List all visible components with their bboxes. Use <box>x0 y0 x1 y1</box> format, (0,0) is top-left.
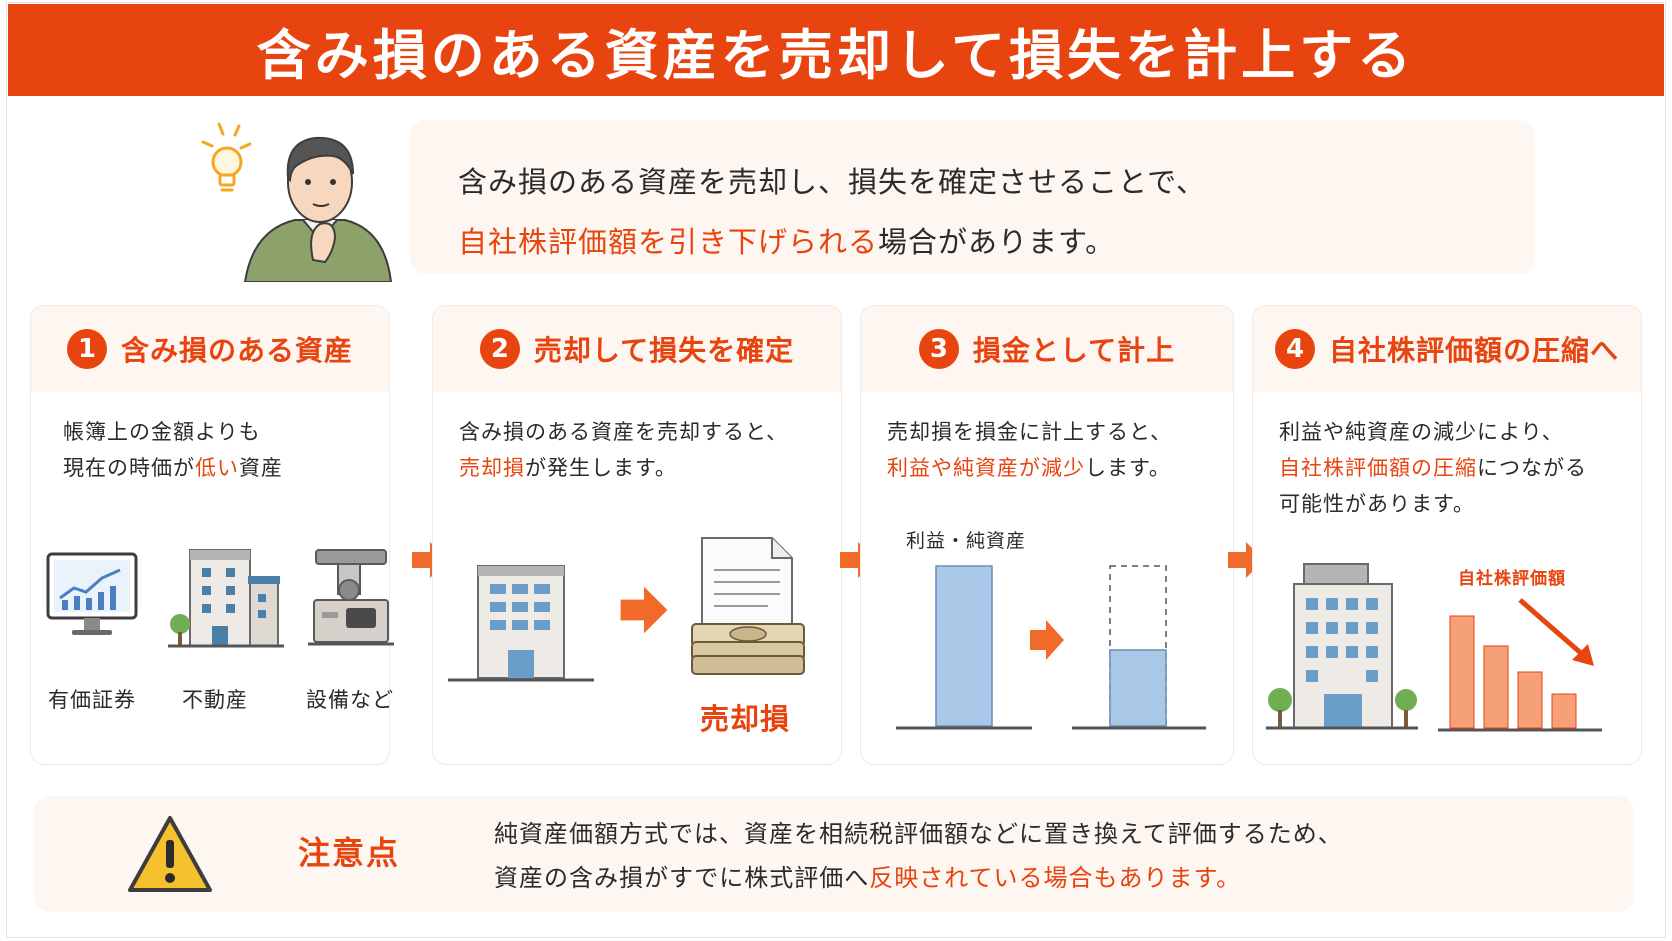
building-icon <box>168 549 284 648</box>
document-icon <box>691 537 805 675</box>
trend-down-icon <box>1518 598 1594 666</box>
step-desc-4-post: につながる <box>1477 456 1587 480</box>
chart-monitor-icon <box>46 552 138 635</box>
step-number-3: 3 <box>918 329 959 369</box>
step-header-1: 1 含み損のある資産 <box>31 306 389 392</box>
step-desc-1-line-2: 現在の時価が低い資産 <box>63 450 283 486</box>
step-desc-4-line-2: 自社株評価額の圧縮につながる <box>1279 450 1587 486</box>
page-title: 含み損のある資産を売却して損失を計上する <box>256 23 1416 87</box>
warning-icon <box>128 816 212 892</box>
notice-text: 純資産価額方式では、資産を相続税評価額などに置き換えて評価するため、 資産の含み… <box>494 812 1343 900</box>
step-desc-1: 帳簿上の金額よりも 現在の時価が低い資産 <box>63 414 283 486</box>
step-desc-2-highlight: 売却損 <box>459 456 525 480</box>
profit-assets-bars <box>896 565 1206 730</box>
step-desc-4-line-3: 可能性があります。 <box>1279 492 1475 516</box>
step-title-1: 含み損のある資産 <box>120 334 353 367</box>
step-desc-4: 利益や純資産の減少により、 自社株評価額の圧縮につながる 可能性があります。 <box>1279 414 1587 522</box>
step-desc-3-post: します。 <box>1085 456 1171 480</box>
step-title-2: 売却して損失を確定 <box>533 334 795 367</box>
valuation-bar-3 <box>1517 671 1543 729</box>
step-header-2: 2 売却して損失を確定 <box>433 306 841 392</box>
valuation-bar-2 <box>1483 645 1509 729</box>
notice-box: 注意点 純資産価額方式では、資産を相続税評価額などに置き換えて評価するため、 資… <box>34 796 1634 912</box>
step-card-3: 3 損金として計上 売却損を損金に計上すると、 利益や純資産が減少します。 <box>860 305 1234 765</box>
step-title-3: 損金として計上 <box>972 334 1176 367</box>
step-title-4: 自社株評価額の圧縮へ <box>1328 334 1619 367</box>
valuation-label: 自社株評価額 <box>1458 569 1566 589</box>
step-desc-1-post: 資産 <box>239 456 283 480</box>
step-number-4: 4 <box>1274 329 1315 369</box>
step-desc-2-post: が発生します。 <box>525 456 677 480</box>
step-desc-3-highlight: 利益や純資産が減少 <box>887 456 1085 480</box>
step-desc-4-highlight: 自社株評価額の圧縮 <box>1279 456 1477 480</box>
step-number-2: 2 <box>479 329 520 369</box>
valuation-bar-4 <box>1551 693 1577 729</box>
step-desc-1-highlight: 低い <box>195 456 239 480</box>
arrow-right-icon <box>620 586 668 634</box>
lightbulb-icon <box>201 122 252 192</box>
notice-highlight: 反映されている場合もあります。 <box>869 864 1242 892</box>
money-stack-icon <box>691 623 805 675</box>
intro-highlight: 自社株評価額を引き下げられる <box>458 225 879 259</box>
step-desc-3: 売却損を損金に計上すると、 利益や純資産が減少します。 <box>887 414 1172 486</box>
step-desc-1-pre: 現在の時価が <box>63 456 195 480</box>
step-desc-2-line-2: 売却損が発生します。 <box>459 450 788 486</box>
profit-bar-after <box>1109 649 1167 727</box>
intro-line-2: 自社株評価額を引き下げられる場合があります。 <box>458 212 1487 272</box>
step-desc-3-line-2: 利益や純資産が減少します。 <box>887 450 1172 486</box>
notice-title: 注意点 <box>298 834 401 872</box>
title-banner: 含み損のある資産を売却して損失を計上する <box>8 4 1664 96</box>
profit-bar-before <box>935 565 993 727</box>
step-card-4: 4 自社株評価額の圧縮へ 利益や純資産の減少により、 自社株評価額の圧縮につなが… <box>1252 305 1642 765</box>
step-desc-3-line-1: 売却損を損金に計上すると、 <box>887 420 1173 444</box>
valuation-bar-1 <box>1449 615 1475 729</box>
intro-rest: 場合があります。 <box>878 225 1116 259</box>
notice-line-2: 資産の含み損がすでに株式評価へ反映されている場合もあります。 <box>494 856 1343 900</box>
building-icon <box>448 565 594 682</box>
asset-label-real-estate: 不動産 <box>182 688 248 712</box>
step-desc-2-line-1: 含み損のある資産を売却すると、 <box>459 420 789 444</box>
person-thinking-icon <box>201 122 393 282</box>
notice-line-1: 純資産価額方式では、資産を相続税評価額などに置き換えて評価するため、 <box>494 820 1343 848</box>
machine-icon <box>308 549 394 646</box>
profit-assets-label: 利益・純資産 <box>906 530 1027 552</box>
asset-label-equipment: 設備など <box>306 688 394 712</box>
step-number-1: 1 <box>66 329 107 369</box>
step-header-3: 3 損金として計上 <box>861 306 1233 392</box>
step-desc-2: 含み損のある資産を売却すると、 売却損が発生します。 <box>459 414 788 486</box>
loss-label: 売却損 <box>700 702 791 736</box>
intro-box: 含み損のある資産を売却し、損失を確定させることで、 自社株評価額を引き下げられる… <box>410 120 1535 274</box>
step-header-4: 4 自社株評価額の圧縮へ <box>1253 306 1641 392</box>
valuation-bars <box>1438 598 1602 732</box>
notice-line-2-pre: 資産の含み損がすでに株式評価へ <box>494 864 870 892</box>
step-card-2: 2 売却して損失を確定 含み損のある資産を売却すると、 売却損が発生します。 <box>432 305 842 765</box>
intro-line-1: 含み損のある資産を売却し、損失を確定させることで、 <box>458 165 1206 199</box>
step-card-1: 1 含み損のある資産 帳簿上の金額よりも 現在の時価が低い資産 <box>30 305 390 765</box>
step-desc-1-line-1: 帳簿上の金額よりも <box>63 420 261 444</box>
arrow-right-icon <box>1030 620 1064 660</box>
asset-label-securities: 有価証券 <box>48 688 136 712</box>
step-desc-4-line-1: 利益や純資産の減少により、 <box>1279 420 1564 444</box>
building-icon <box>1266 563 1418 730</box>
